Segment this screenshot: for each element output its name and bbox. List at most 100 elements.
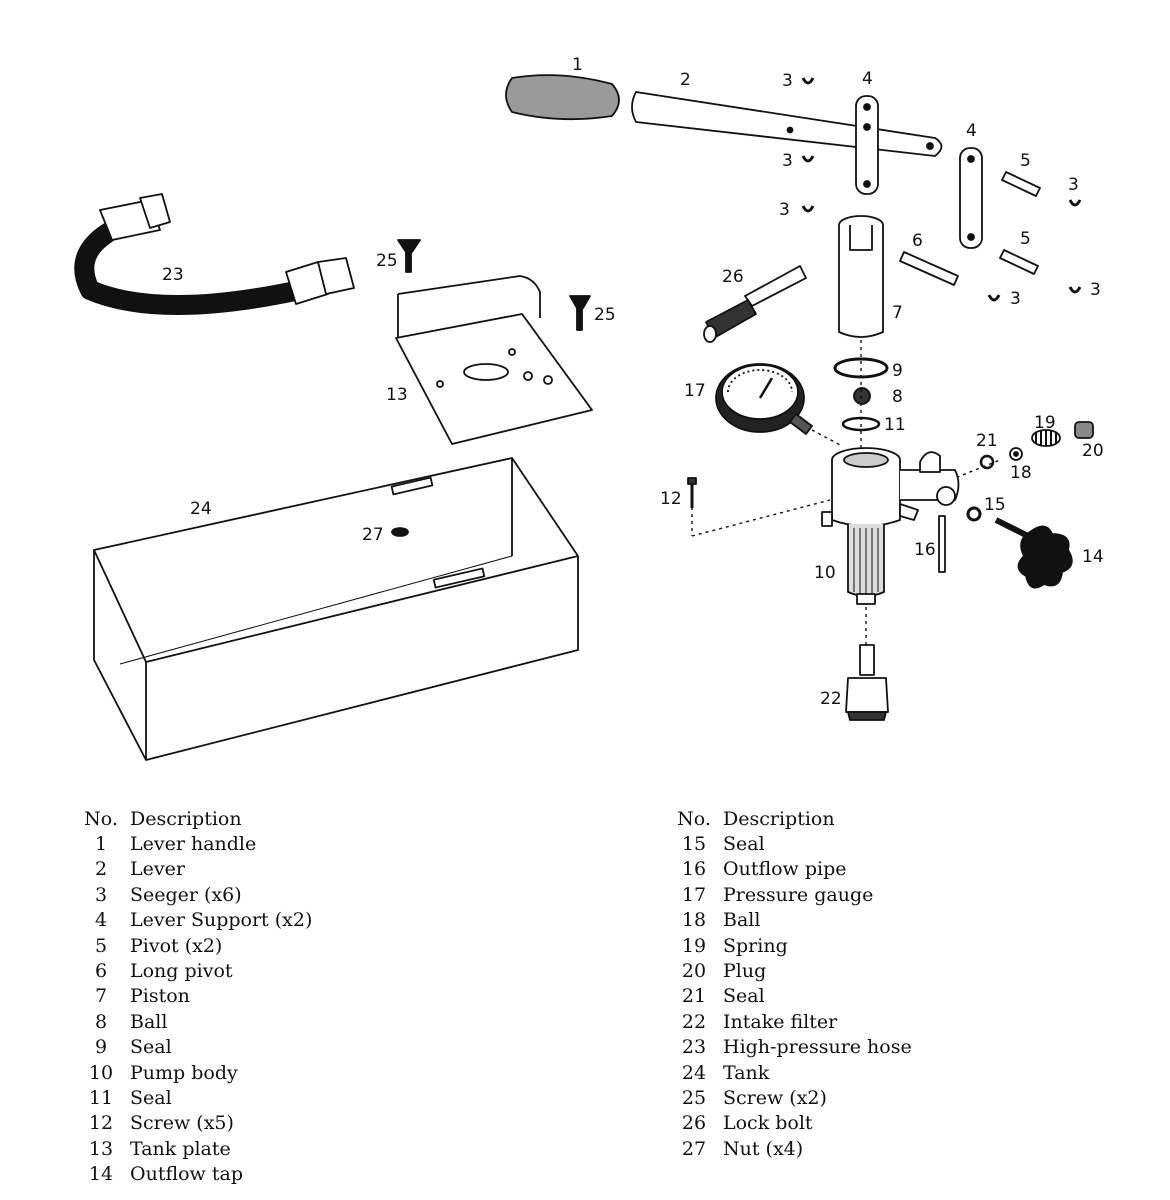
callout-14: 14 <box>1082 547 1104 567</box>
callout-23: 23 <box>162 265 184 285</box>
part-description: Screw (x2) <box>723 1086 827 1109</box>
callout-26: 26 <box>722 267 744 287</box>
part-description: Seal <box>130 1036 172 1059</box>
callout-25: 25 <box>376 251 398 271</box>
callout-18: 18 <box>1010 463 1032 483</box>
part-spring <box>1031 429 1061 447</box>
callout-16: 16 <box>914 540 936 560</box>
callout-17: 17 <box>684 381 706 401</box>
part-intake-filter <box>845 644 889 721</box>
callout-9: 9 <box>892 361 903 381</box>
part-high-pressure-hose <box>74 193 355 315</box>
table-row: 19 Spring <box>665 933 912 958</box>
part-no: 17 <box>681 883 707 906</box>
callout-3: 3 <box>782 71 793 91</box>
part-no: 16 <box>681 858 707 881</box>
exploded-parts-diagram: 1 2 3 3 3 3 3 3 4 4 5 5 6 7 8 9 10 11 12… <box>74 55 1104 761</box>
callout-8: 8 <box>892 387 903 407</box>
part-description: Seal <box>723 985 765 1008</box>
table-row: 21 Seal <box>665 984 912 1009</box>
part-no: 10 <box>88 1061 114 1084</box>
part-description: Plug <box>723 960 767 983</box>
header-no: No. <box>677 807 711 830</box>
callout-3f: 3 <box>1090 280 1101 300</box>
table-header: No. Description <box>72 806 312 831</box>
callout-4: 4 <box>862 69 873 89</box>
part-no: 15 <box>681 833 707 856</box>
part-outflow-pipe <box>938 515 946 573</box>
part-description: Tank <box>723 1061 770 1084</box>
callout-22: 22 <box>820 689 842 709</box>
part-no: 21 <box>681 985 707 1008</box>
callout-21: 21 <box>976 431 998 451</box>
part-screw-12 <box>687 477 697 508</box>
part-description: Spring <box>723 934 788 957</box>
table-row: 7 Piston <box>72 984 312 1009</box>
part-lock-bolt <box>703 265 807 343</box>
callout-5b: 5 <box>1020 229 1031 249</box>
part-no: 14 <box>88 1163 114 1186</box>
part-plug <box>1074 421 1094 439</box>
part-seal-15 <box>966 506 982 522</box>
part-description: Seal <box>723 833 765 856</box>
part-description: Piston <box>130 985 190 1008</box>
part-description: Intake filter <box>723 1010 838 1033</box>
part-tank-plate <box>395 275 593 445</box>
table-row: 10 Pump body <box>72 1060 312 1085</box>
part-no: 4 <box>94 909 108 932</box>
part-description: Seal <box>130 1086 172 1109</box>
part-pivots <box>899 171 1041 286</box>
callout-11: 11 <box>884 415 906 435</box>
part-no: 19 <box>681 934 707 957</box>
part-ball-18 <box>1009 447 1023 461</box>
callout-10: 10 <box>814 563 836 583</box>
part-pump-body <box>821 447 960 605</box>
callout-15: 15 <box>984 495 1006 515</box>
part-description: Pump body <box>130 1061 238 1084</box>
part-lever-support-a <box>855 95 879 195</box>
callout-20: 20 <box>1082 441 1104 461</box>
part-no: 7 <box>94 985 108 1008</box>
part-no: 1 <box>94 833 108 856</box>
part-no: 22 <box>681 1010 707 1033</box>
part-lever <box>631 91 943 157</box>
part-seal-21 <box>979 454 995 470</box>
part-lever-support-b <box>959 147 983 249</box>
callout-4b: 4 <box>966 121 977 141</box>
part-description: Screw (x5) <box>130 1112 234 1135</box>
part-no: 20 <box>681 960 707 983</box>
part-description: Nut (x4) <box>723 1137 804 1160</box>
callout-3c: 3 <box>779 200 790 220</box>
callout-19: 19 <box>1034 413 1056 433</box>
callout-24: 24 <box>190 499 212 519</box>
callout-3e: 3 <box>1010 289 1021 309</box>
part-description: Seeger (x6) <box>130 883 242 906</box>
part-pressure-gauge <box>715 363 813 435</box>
part-outflow-tap <box>994 517 1073 589</box>
part-no: 6 <box>94 960 108 983</box>
header-no: No. <box>84 807 118 830</box>
part-no: 5 <box>94 934 108 957</box>
callout-27: 27 <box>362 525 384 545</box>
part-description: Lever Support (x2) <box>130 909 313 932</box>
part-description: Tank plate <box>130 1137 231 1160</box>
part-description: Ball <box>130 1010 168 1033</box>
table-row: 22 Intake filter <box>665 1009 912 1034</box>
table-row: 20 Plug <box>665 958 912 983</box>
